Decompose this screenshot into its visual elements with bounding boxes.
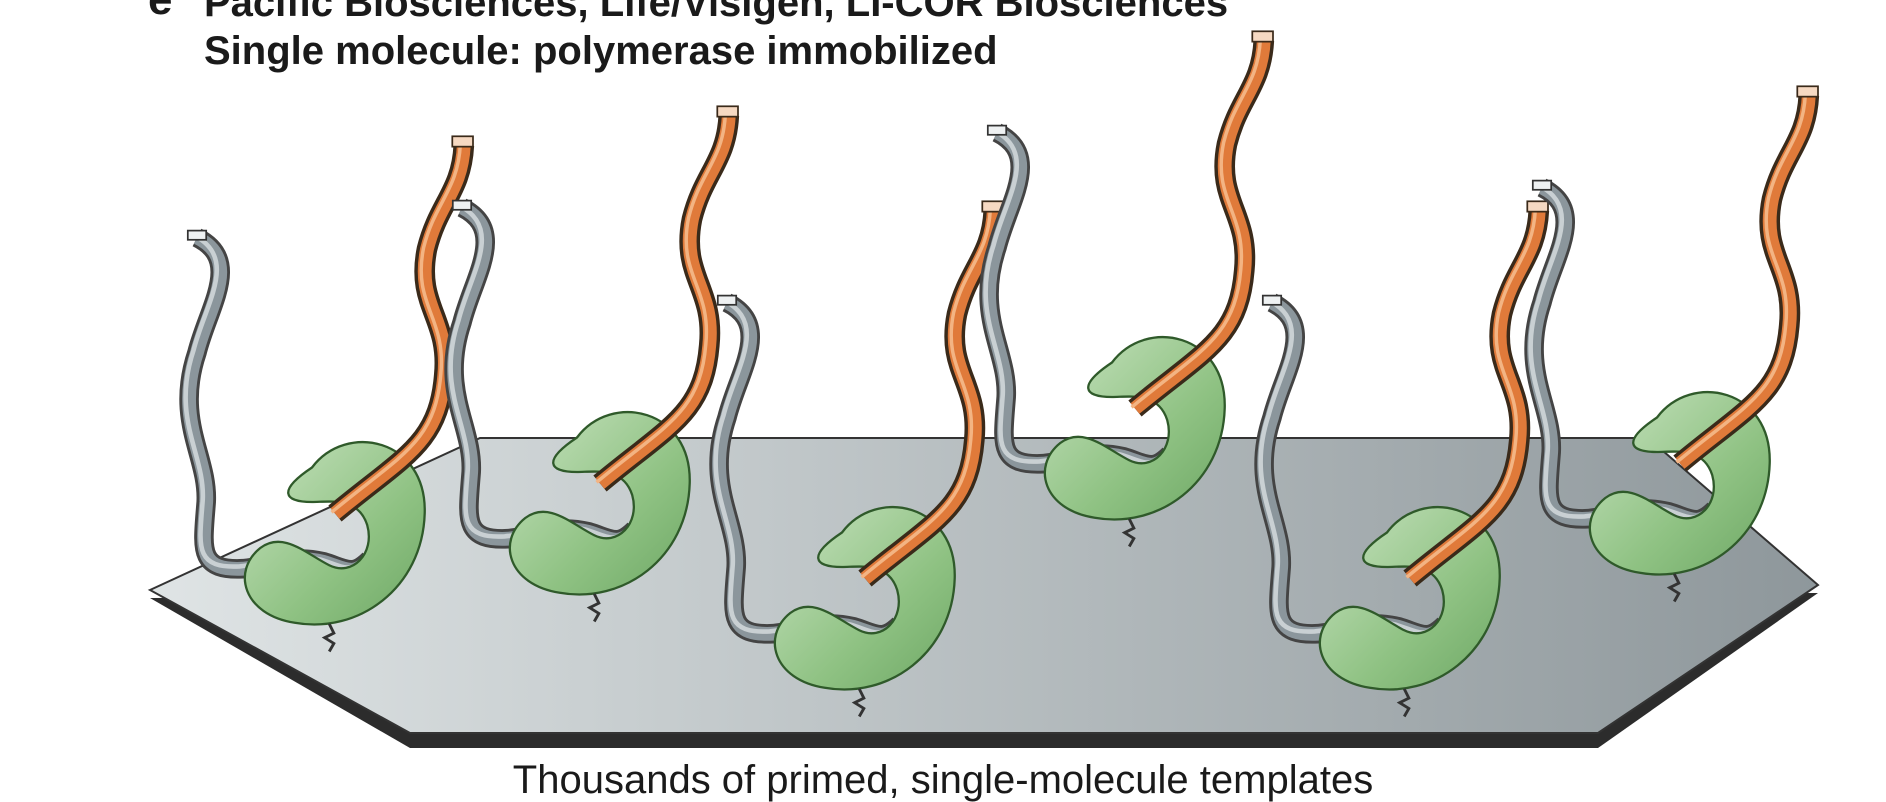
panel-title-line1: Pacific Biosciences, Life/Visigen, LI-CO…: [204, 0, 1229, 25]
figure-caption: Thousands of primed, single-molecule tem…: [512, 758, 1374, 802]
panel-title-line2: Single molecule: polymerase immobilized: [204, 29, 998, 73]
complex-6: [1531, 86, 1818, 601]
panel-letter: e: [148, 0, 172, 22]
